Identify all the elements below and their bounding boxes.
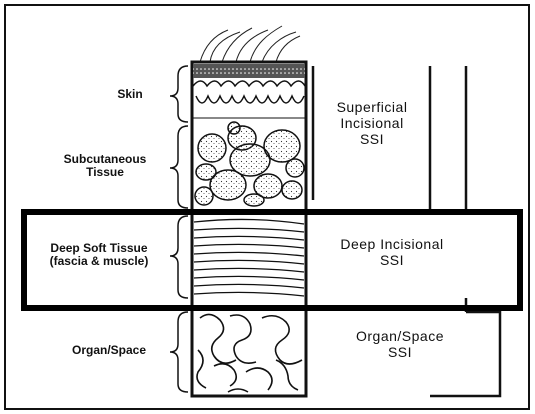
label-deep-soft-tissue: Deep Soft Tissue (fascia & muscle) <box>30 242 168 268</box>
hair-strands <box>200 26 300 62</box>
label-superficial-line1: Superficial <box>316 99 428 115</box>
fat-lobules <box>195 122 304 206</box>
skin-layer <box>193 64 305 118</box>
label-subcutaneous-tissue: Subcutaneous Tissue <box>40 153 170 179</box>
label-deep-line2: SSI <box>318 252 466 268</box>
label-organ-line2: SSI <box>336 344 464 360</box>
label-deep-soft-line2: (fascia & muscle) <box>30 255 168 268</box>
organ-coils <box>197 314 302 392</box>
label-organ-space-ssi: Organ/Space SSI <box>336 328 464 360</box>
label-skin: Skin <box>90 88 170 101</box>
label-superficial-incisional-ssi: Superficial Incisional SSI <box>316 99 428 147</box>
label-deep-incisional-ssi: Deep Incisional SSI <box>318 236 466 268</box>
label-organ-space: Organ/Space <box>48 344 170 357</box>
label-superficial-line2: Incisional <box>316 115 428 131</box>
label-subcutaneous-line2: Tissue <box>40 166 170 179</box>
label-superficial-line3: SSI <box>316 131 428 147</box>
label-deep-line1: Deep Incisional <box>318 236 466 252</box>
left-braces <box>170 66 188 392</box>
label-organ-line1: Organ/Space <box>336 328 464 344</box>
muscle-fibers <box>194 219 304 296</box>
